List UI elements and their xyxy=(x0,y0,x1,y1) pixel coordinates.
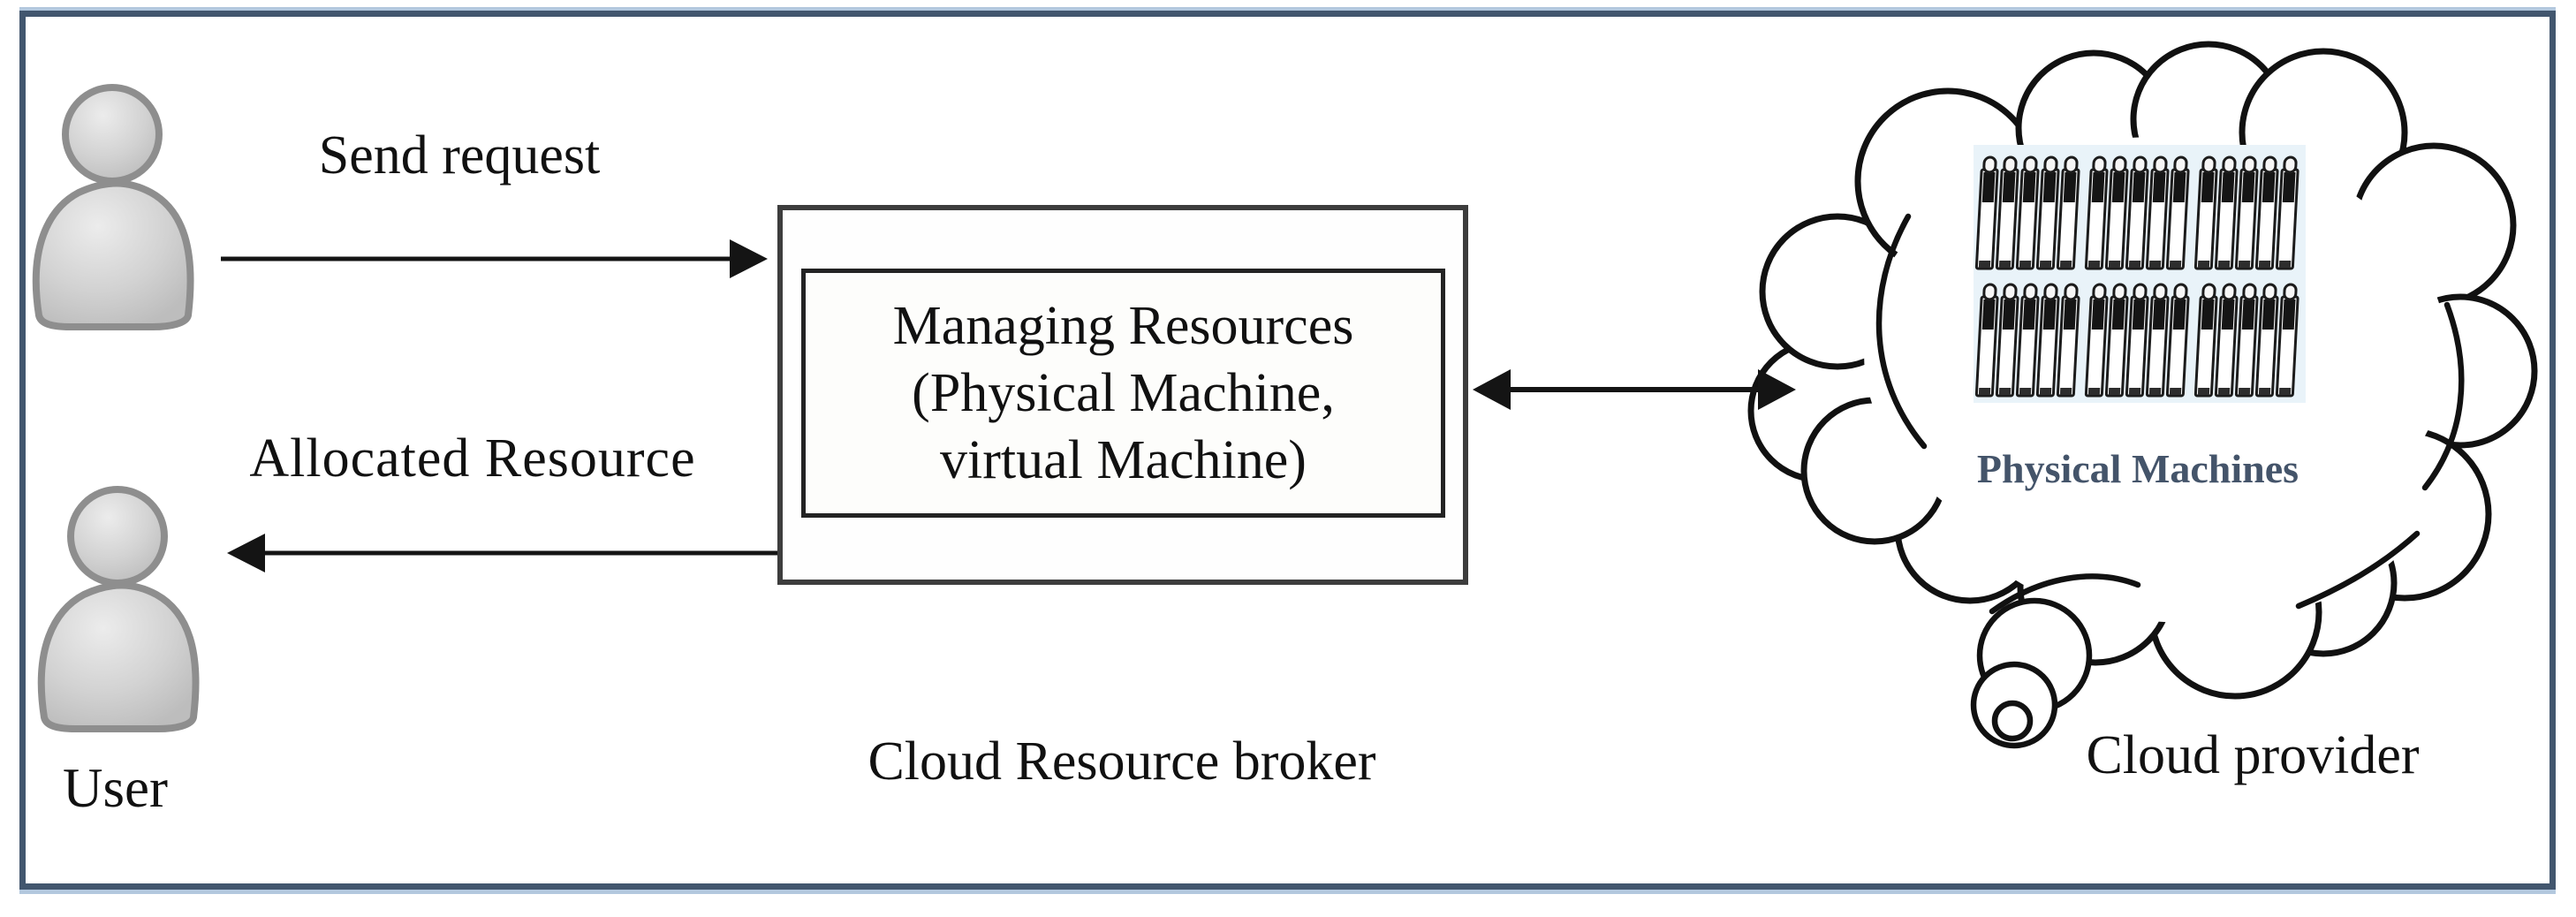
physical-machines-label: Physical Machines xyxy=(1976,446,2299,491)
thought-bubble-tail-icon xyxy=(1970,597,2093,749)
arrow-right-icon xyxy=(221,239,768,278)
arrow-left-icon xyxy=(227,534,789,572)
allocated-resource-label: Allocated Resource xyxy=(249,428,696,489)
double-arrow-icon xyxy=(1473,369,1796,410)
person-icon xyxy=(36,87,191,327)
send-request-label: Send request xyxy=(318,125,601,186)
person-icon xyxy=(42,489,196,729)
managing-resources-line2: (Physical Machine, xyxy=(912,363,1335,423)
server-rack-icon xyxy=(1974,145,2306,403)
cloud-provider-label: Cloud provider xyxy=(2086,725,2420,785)
cloud-arc-accents xyxy=(1875,213,2465,615)
cloud-resource-broker-label: Cloud Resource broker xyxy=(868,731,1376,792)
managing-resources-box: Managing Resources (Physical Machine, vi… xyxy=(801,269,1445,518)
managing-resources-line1: Managing Resources xyxy=(892,296,1354,356)
user-label: User xyxy=(63,757,168,819)
managing-resources-line3: virtual Machine) xyxy=(940,430,1307,490)
